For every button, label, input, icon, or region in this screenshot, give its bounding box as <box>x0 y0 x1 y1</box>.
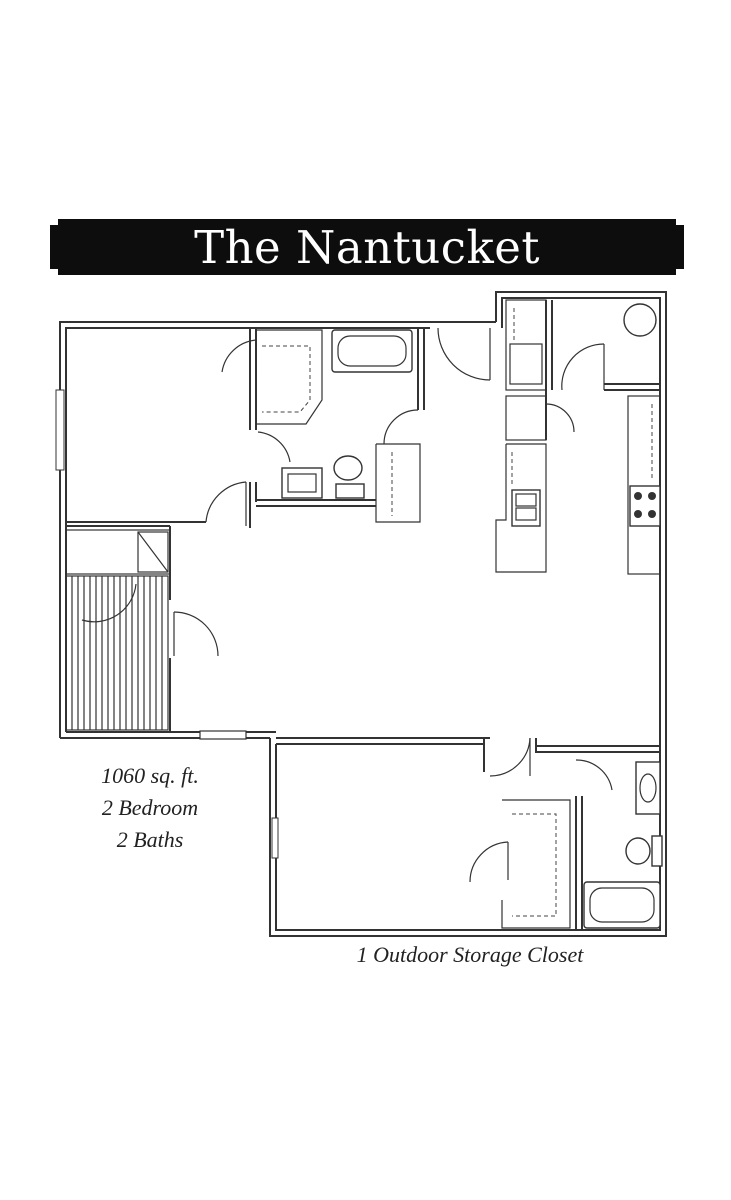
title-banner: The Nantucket <box>50 219 684 275</box>
window-bedroom2 <box>271 817 279 859</box>
plan-title: The Nantucket <box>194 220 540 274</box>
bath-2 <box>583 761 663 929</box>
right-counter <box>627 395 661 575</box>
toilet-tank-1 <box>335 483 365 499</box>
bath-count-label: 2 Baths <box>116 827 184 852</box>
kitchen-area <box>495 299 661 575</box>
toilet-bowl-2 <box>625 837 651 865</box>
bathtub-1 <box>331 329 413 373</box>
window-south <box>199 730 247 740</box>
sink-1 <box>281 467 323 499</box>
entry <box>437 327 491 381</box>
bath-1 <box>256 328 425 523</box>
storage-closet <box>137 531 169 573</box>
water-heater <box>623 303 657 337</box>
bedroom-2 <box>276 737 660 930</box>
pantry <box>505 395 547 441</box>
bedroom-1 <box>66 328 323 528</box>
bedroom-count-label: 2 Bedroom <box>101 795 199 820</box>
bathtub-2 <box>583 881 661 929</box>
toilet-tank-2 <box>651 835 663 867</box>
storage-note: 1 Outdoor Storage Closet <box>356 942 584 967</box>
laundry-closet <box>505 299 547 391</box>
patio-deck <box>65 575 169 731</box>
banner-shape <box>50 219 684 275</box>
toilet-bowl-1 <box>333 455 363 481</box>
plan-specs: 1060 sq. ft. 2 Bedroom 2 Baths <box>60 760 240 856</box>
area-label: 1060 sq. ft. <box>101 763 199 788</box>
patio-storage <box>65 526 219 732</box>
window-west <box>55 389 65 471</box>
range <box>629 485 661 527</box>
